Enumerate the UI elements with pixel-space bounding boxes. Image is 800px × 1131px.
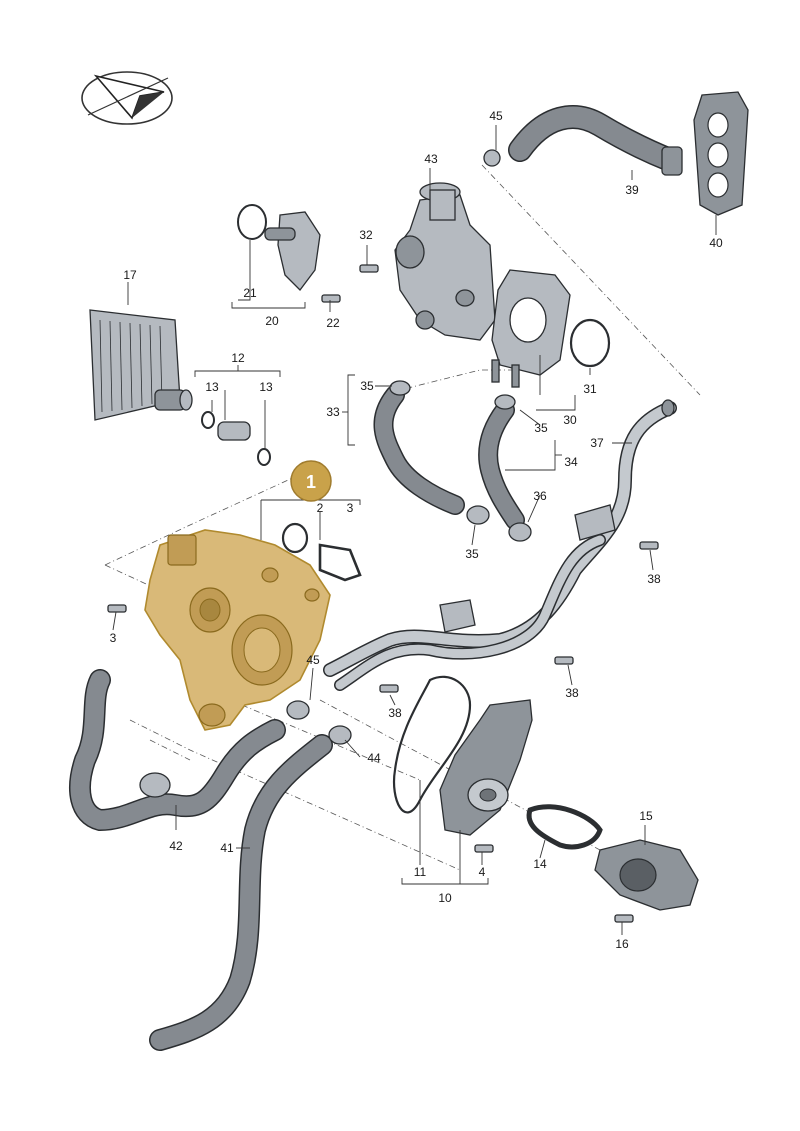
label-36: 36 (533, 489, 547, 503)
part-33-34-hoses (373, 380, 532, 542)
part-1-pump-housing (144, 529, 331, 731)
label-3-top: 3 (347, 501, 354, 515)
highlight-badge: 1 (290, 460, 332, 502)
clamps (286, 700, 352, 745)
label-40: 40 (709, 236, 723, 250)
part-39-hose (483, 105, 683, 176)
part-42-hose (69, 669, 286, 832)
bolts (107, 264, 659, 923)
label-2: 2 (317, 501, 324, 515)
label-35-right: 35 (534, 421, 548, 435)
label-4: 4 (479, 865, 486, 879)
label-39: 39 (625, 183, 639, 197)
label-45-bottom: 45 (306, 653, 320, 667)
part-12-fitting (201, 411, 271, 466)
label-42: 42 (169, 839, 183, 853)
label-32: 32 (359, 228, 373, 242)
part-labels: 2 3 3 4 10 11 12 13 13 14 15 16 17 20 21… (110, 109, 723, 951)
arrow-logo-icon (81, 71, 173, 125)
part-20-flange (237, 204, 341, 303)
label-16: 16 (615, 937, 629, 951)
label-38-left: 38 (388, 706, 402, 720)
label-14: 14 (533, 857, 547, 871)
label-35-bottom: 35 (465, 547, 479, 561)
label-35-top: 35 (360, 379, 374, 393)
part-43-bracket (394, 182, 496, 341)
badge-label: 1 (306, 472, 316, 492)
label-31: 31 (583, 382, 597, 396)
part-15-cover (594, 839, 699, 911)
leader-lines (112, 125, 717, 935)
label-38-right: 38 (647, 572, 661, 586)
label-30: 30 (563, 413, 577, 427)
label-44: 44 (367, 751, 381, 765)
part-14-belt (526, 804, 603, 850)
part-10-water-pump (439, 699, 533, 836)
label-21: 21 (243, 286, 257, 300)
label-38-middle: 38 (565, 686, 579, 700)
label-34: 34 (564, 455, 578, 469)
label-13-right: 13 (259, 380, 273, 394)
part-41-hose (149, 734, 333, 1051)
part-2-gaskets (281, 522, 362, 582)
label-12: 12 (231, 351, 245, 365)
label-15: 15 (639, 809, 653, 823)
part-37-pipe (323, 399, 677, 691)
label-22: 22 (326, 316, 340, 330)
label-43: 43 (424, 152, 438, 166)
part-30-housing (491, 269, 611, 388)
label-3-left: 3 (110, 631, 117, 645)
label-13-left: 13 (205, 380, 219, 394)
label-10: 10 (438, 891, 452, 905)
label-20: 20 (265, 314, 279, 328)
part-17-oil-cooler (89, 309, 193, 421)
label-33: 33 (326, 405, 340, 419)
label-17: 17 (123, 268, 137, 282)
part-40-bracket (693, 91, 749, 216)
label-45-top: 45 (489, 109, 503, 123)
label-37: 37 (590, 436, 604, 450)
label-11: 11 (414, 865, 427, 879)
label-41: 41 (220, 841, 234, 855)
